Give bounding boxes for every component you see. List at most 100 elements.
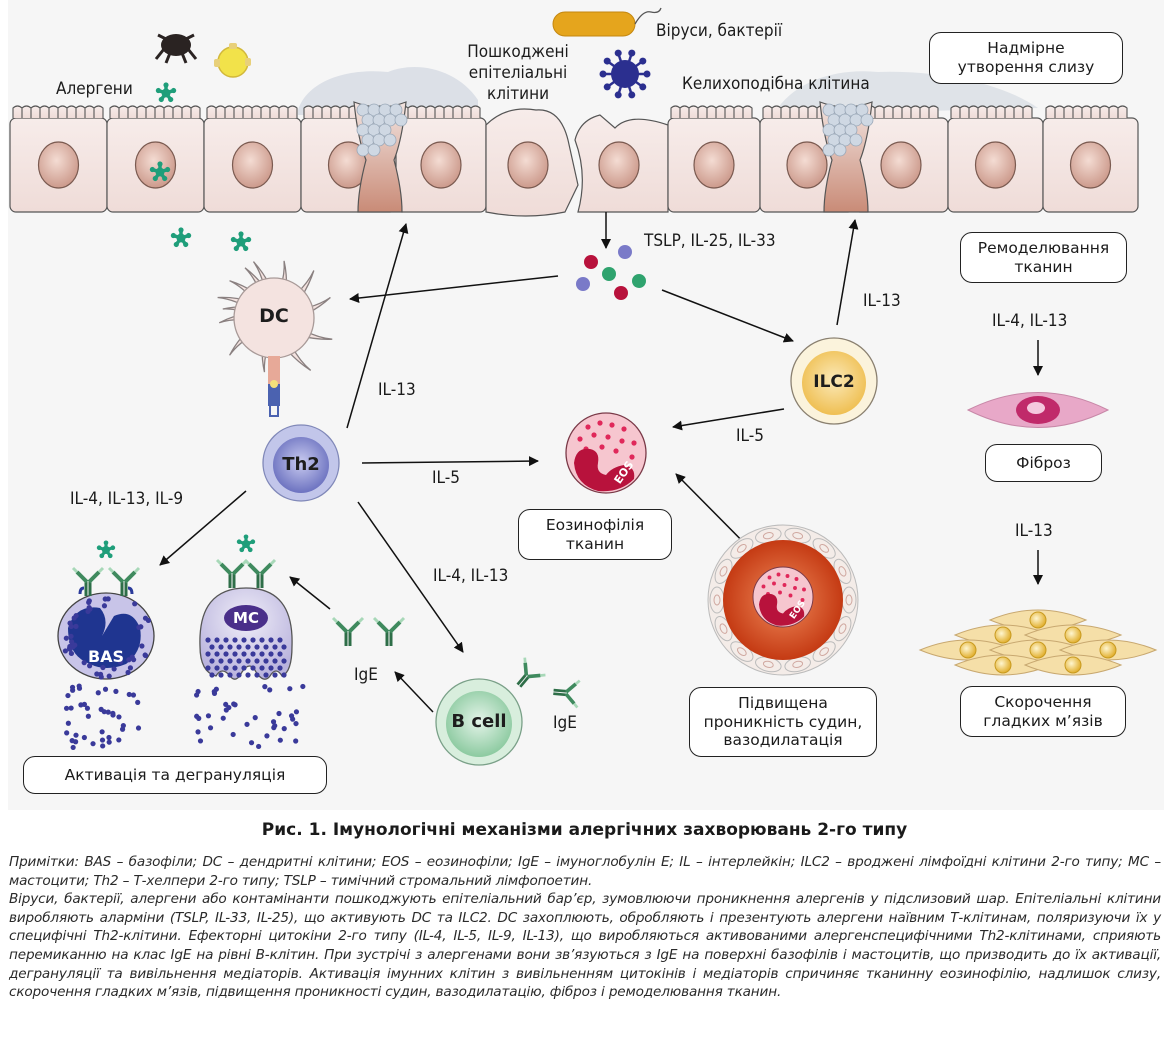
- label-alarmins: TSLP, IL-25, IL-33: [644, 231, 776, 251]
- mucus-granule: [855, 103, 869, 117]
- granule: [259, 637, 265, 643]
- ige-antibody-icon: [71, 566, 105, 596]
- th2-label: Th2: [282, 454, 320, 475]
- eos-nucleus: [574, 448, 635, 492]
- box-line: Активація та дегрануляція: [64, 765, 286, 784]
- granule: [241, 665, 247, 671]
- granule: [236, 672, 242, 678]
- eos-granule: [772, 581, 776, 586]
- endothelial-nucleus: [719, 623, 728, 634]
- smooth-muscle-cells: [918, 609, 1158, 676]
- arrow-ige-to-mc: [289, 576, 331, 610]
- eos-granule: [767, 575, 772, 580]
- granule: [132, 601, 138, 607]
- granule: [72, 642, 78, 648]
- granule: [81, 734, 87, 741]
- box-degranulation: Активація та дегрануляція: [23, 756, 327, 794]
- endothelial-nucleus: [713, 594, 721, 606]
- label-allergens: Алергени: [56, 79, 133, 99]
- cell-nucleus: [598, 141, 640, 189]
- mucus-cloud-left: [298, 67, 478, 115]
- granule: [232, 637, 238, 643]
- granule: [142, 652, 149, 659]
- granule: [281, 658, 287, 664]
- granule: [218, 672, 224, 678]
- box-line: гладких м’язів: [983, 711, 1103, 730]
- label-il5-ilc2: IL-5: [736, 426, 764, 446]
- granule: [264, 733, 270, 739]
- label-ige-right: IgE: [553, 713, 577, 733]
- granule: [106, 739, 112, 745]
- label-il13-smooth: IL-13: [1015, 521, 1053, 541]
- granule: [120, 723, 126, 729]
- arrow-alarmins-to-ilc2: [661, 289, 794, 343]
- cell-nucleus: [420, 141, 462, 189]
- granule: [252, 715, 258, 721]
- granule: [281, 644, 287, 650]
- arrow-th2-to-bas: [159, 490, 247, 566]
- granule: [214, 651, 220, 657]
- granule: [281, 726, 287, 732]
- granule: [205, 651, 211, 657]
- granule: [227, 644, 233, 650]
- granule: [116, 737, 122, 743]
- granule: [209, 672, 215, 678]
- arrow-ilc2-to-eos: [672, 408, 785, 431]
- granule: [73, 623, 79, 629]
- dendritic-cell: [217, 260, 333, 417]
- granule: [117, 659, 124, 665]
- endothelial-cell: [709, 586, 725, 614]
- box-eosinophilia: Еозинофілія тканин: [518, 509, 672, 560]
- endothelial-nucleus: [792, 532, 804, 540]
- ige-antibody-icon: [516, 657, 546, 688]
- eos-granule: [577, 436, 583, 442]
- ige-antibody-icon: [372, 616, 406, 646]
- ige-antibody-icon: [215, 558, 249, 588]
- label-il4-il13-fibrosis: IL-4, IL-13: [992, 311, 1068, 331]
- granule: [250, 637, 256, 643]
- granule: [277, 665, 283, 671]
- granule: [126, 691, 132, 698]
- granule: [270, 719, 277, 725]
- figure-notes: Примітки: BAS – базофіли; DC – дендритні…: [9, 853, 1161, 1002]
- granule: [259, 651, 265, 657]
- mc-label: MC: [233, 609, 259, 627]
- granule: [267, 687, 273, 693]
- endothelial-nucleus: [819, 647, 829, 657]
- granule: [100, 743, 106, 749]
- smooth-muscle-nucleus: [1064, 656, 1082, 674]
- granule: [63, 705, 70, 711]
- endothelial-nucleus: [845, 594, 853, 606]
- granule: [81, 660, 87, 666]
- eos-granule: [793, 586, 797, 590]
- granule: [106, 673, 112, 679]
- arrow-th2-to-eos: [361, 456, 539, 467]
- eos-granule: [591, 432, 597, 438]
- granule: [272, 644, 278, 650]
- granule: [73, 732, 79, 738]
- granule: [227, 672, 233, 678]
- allergen-icon: [230, 231, 252, 252]
- granule: [254, 672, 260, 678]
- box-smooth-muscle: Скорочення гладких м’язів: [960, 686, 1126, 737]
- eos-granule: [761, 584, 766, 589]
- granule: [263, 672, 269, 678]
- immunology-diagram: [9, 7, 1158, 766]
- granule: [142, 615, 149, 621]
- arrow-alarmins-to-dc: [349, 275, 559, 303]
- box-line: вазодилатація: [723, 731, 843, 750]
- granule: [218, 658, 224, 664]
- granule: [90, 741, 96, 747]
- endothelial-nucleus: [838, 623, 847, 634]
- granule: [300, 683, 306, 690]
- eosinophil: [565, 412, 647, 494]
- endothelial-nucleus: [737, 543, 747, 553]
- box-mucus: Надмірне утворення слизу: [929, 32, 1123, 84]
- granule: [277, 651, 283, 657]
- eos-nucleus: [759, 593, 805, 626]
- endothelial-nucleus: [762, 660, 774, 668]
- granule: [195, 688, 201, 695]
- microvilli: [1045, 105, 1128, 118]
- granule: [263, 658, 269, 664]
- endothelial-nucleus: [819, 543, 829, 553]
